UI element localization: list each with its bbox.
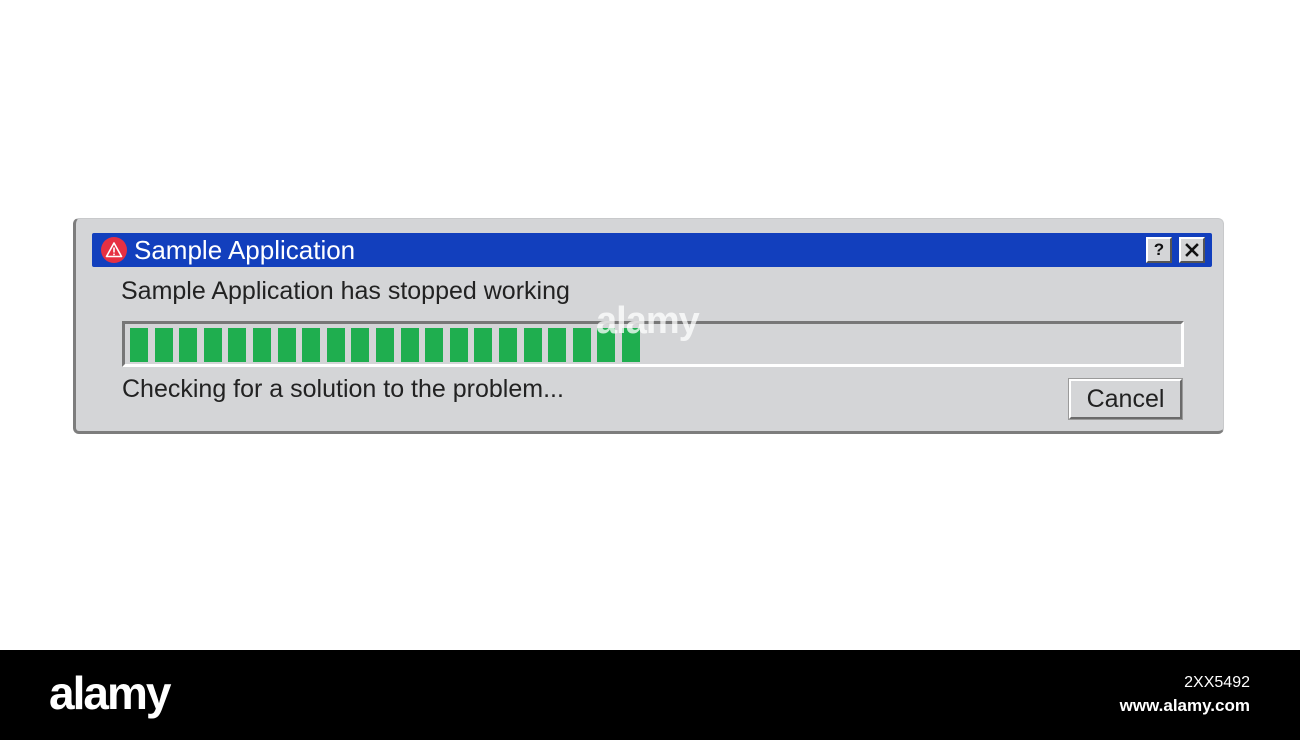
progress-segment: [621, 328, 640, 362]
footer-url: www.alamy.com: [1119, 696, 1250, 715]
progress-segment: [474, 328, 493, 362]
progress-segment: [179, 328, 198, 362]
progress-segment: [130, 328, 148, 362]
progress-segment: [523, 328, 542, 362]
cancel-button[interactable]: Cancel: [1069, 379, 1182, 419]
progress-segment: [548, 328, 567, 362]
footer-logo: alamy: [49, 667, 171, 719]
progress-segment: [252, 328, 271, 362]
close-icon: [1185, 243, 1199, 257]
error-dialog: Sample Application ? Sample Application …: [73, 218, 1224, 434]
close-button[interactable]: [1179, 237, 1205, 263]
image-id: 2XX5492: [1184, 674, 1250, 691]
title-bar[interactable]: Sample Application ?: [92, 233, 1212, 267]
progress-segment: [449, 328, 468, 362]
footer-bar: alamy 2XX5492 www.alamy.com: [0, 650, 1300, 740]
warning-icon: [101, 237, 127, 263]
progress-fill: [130, 328, 640, 362]
progress-segment: [597, 328, 616, 362]
progress-segment: [277, 328, 296, 362]
error-message: Sample Application has stopped working: [121, 277, 570, 305]
progress-segment: [572, 328, 591, 362]
progress-segment: [375, 328, 394, 362]
progress-segment: [326, 328, 345, 362]
help-button[interactable]: ?: [1146, 237, 1172, 263]
progress-segment: [351, 328, 370, 362]
progress-segment: [425, 328, 444, 362]
progress-segment: [498, 328, 517, 362]
watermark: alamy: [596, 300, 700, 342]
status-text: Checking for a solution to the problem..…: [122, 375, 564, 403]
progress-segment: [400, 328, 419, 362]
progress-bar: [122, 321, 1184, 367]
progress-segment: [302, 328, 321, 362]
progress-segment: [154, 328, 173, 362]
progress-segment: [228, 328, 247, 362]
window-title: Sample Application: [134, 235, 356, 265]
progress-segment: [203, 328, 222, 362]
